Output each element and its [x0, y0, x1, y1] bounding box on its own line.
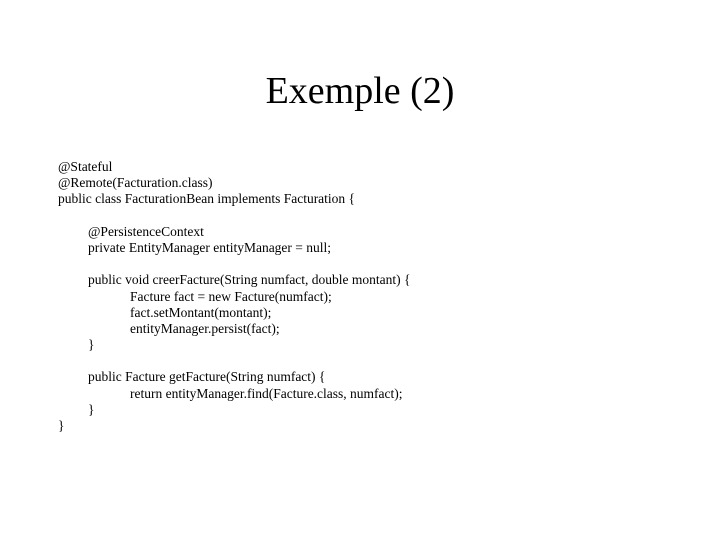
- page-title: Exemple (2): [265, 70, 455, 112]
- code-line-blank: [58, 256, 698, 272]
- code-block: @Stateful@Remote(Facturation.class)publi…: [58, 159, 698, 434]
- code-line: }: [88, 401, 95, 417]
- code-line: fact.setMontant(montant);: [130, 304, 272, 320]
- code-line: public class FacturationBean implements …: [58, 191, 356, 207]
- code-line: return entityManager.find(Facture.class,…: [130, 385, 403, 401]
- code-line-blank: [58, 353, 698, 369]
- code-line: private EntityManager entityManager = nu…: [88, 239, 332, 255]
- code-line: @Stateful: [58, 159, 113, 174]
- code-line: }: [88, 337, 95, 353]
- code-line: @Remote(Facturation.class): [58, 175, 213, 191]
- code-line: entityManager.persist(fact);: [130, 320, 280, 336]
- code-line: }: [58, 418, 65, 433]
- code-line: public void creerFacture(String numfact,…: [88, 272, 411, 288]
- code-line: public Facture getFacture(String numfact…: [88, 369, 326, 385]
- code-line: @PersistenceContext: [88, 223, 204, 239]
- code-line-blank: [58, 208, 698, 224]
- code-line: Facture fact = new Facture(numfact);: [130, 288, 332, 304]
